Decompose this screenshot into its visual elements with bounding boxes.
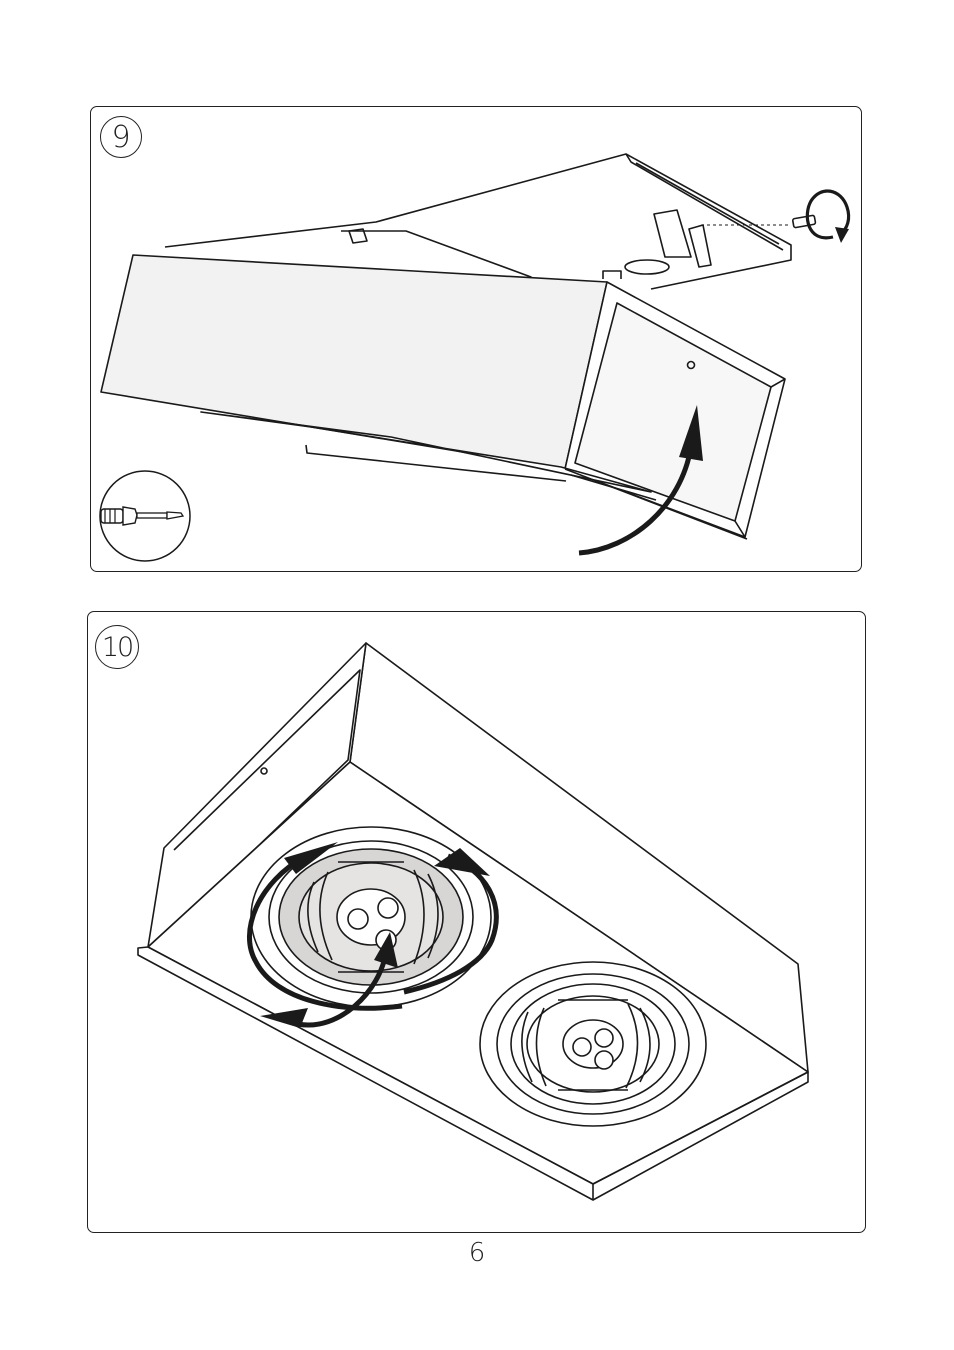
step-10-panel: 10 xyxy=(87,611,866,1233)
rotate-screw-arrow-icon xyxy=(835,227,849,243)
page-number: 6 xyxy=(0,1238,954,1268)
spotlight-adjust-illustration xyxy=(88,612,867,1234)
screwdriver-icon xyxy=(100,471,190,561)
step-9-panel: 9 xyxy=(90,106,862,572)
fixture-swing-up-illustration xyxy=(91,107,863,573)
